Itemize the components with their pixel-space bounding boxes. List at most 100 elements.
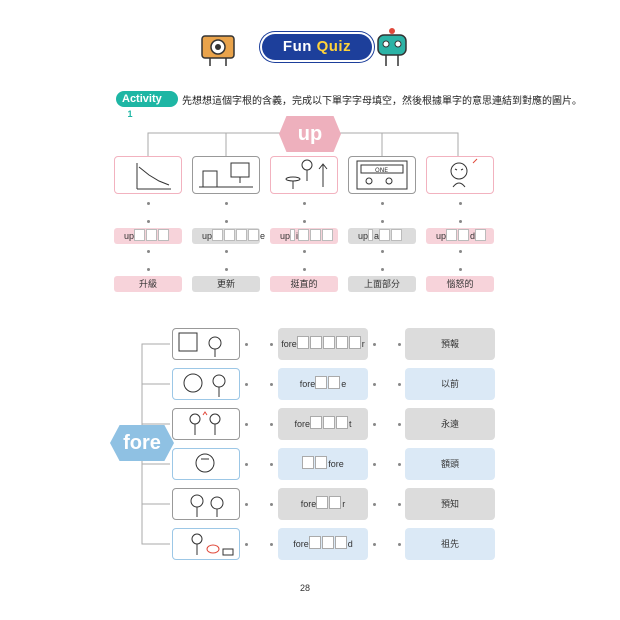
- meaning-3[interactable]: 挺直的: [270, 276, 338, 292]
- letter-slot[interactable]: [158, 229, 170, 241]
- letter-slot[interactable]: [146, 229, 158, 241]
- connector-dot: [373, 383, 376, 386]
- letter-slot[interactable]: [323, 416, 335, 429]
- letter-slot[interactable]: [224, 229, 236, 241]
- root-up: up: [279, 116, 341, 152]
- letter-slot[interactable]: [315, 456, 328, 469]
- picture-building[interactable]: ONE: [348, 156, 416, 194]
- meaning-1[interactable]: 升級: [114, 276, 182, 292]
- letter-slot[interactable]: [236, 229, 248, 241]
- letter-slot[interactable]: [290, 229, 296, 241]
- connector-dot: [398, 343, 401, 346]
- letter-slot[interactable]: [248, 229, 260, 241]
- sitting-person-icon: [285, 159, 328, 189]
- connector-dot: [245, 383, 248, 386]
- connector-dot: [303, 220, 306, 223]
- fore-picture-4[interactable]: [172, 448, 240, 480]
- letter-slot[interactable]: [328, 376, 341, 389]
- letter-slot[interactable]: [308, 536, 321, 549]
- activity-number: 1: [124, 108, 136, 120]
- connector-dot: [270, 463, 273, 466]
- word-fill-1[interactable]: up: [114, 228, 182, 244]
- letter-slot[interactable]: [298, 229, 310, 241]
- word-letter: i: [296, 231, 299, 241]
- connector-dot: [245, 343, 248, 346]
- fore-picture-1[interactable]: [172, 328, 240, 360]
- letter-slot[interactable]: [336, 416, 348, 429]
- letter-slot[interactable]: [322, 229, 334, 241]
- connector-dot: [225, 220, 228, 223]
- camera-mascot-icon: [198, 28, 238, 73]
- fore-word-4[interactable]: fore: [278, 448, 368, 480]
- angry-person-icon: [450, 158, 478, 188]
- connector-dot: [459, 250, 462, 253]
- word-prefix: fore: [293, 539, 309, 549]
- letter-slot[interactable]: [212, 229, 224, 241]
- fore-meaning-5[interactable]: 預知: [405, 488, 495, 520]
- letter-slot[interactable]: [329, 496, 342, 509]
- fore-meaning-3[interactable]: 永遠: [405, 408, 495, 440]
- foresee-icon: [190, 494, 224, 517]
- letter-slot[interactable]: [368, 229, 374, 241]
- graph-icon: [136, 163, 171, 190]
- picture-angry-person[interactable]: [426, 156, 494, 194]
- picture-computer[interactable]: [192, 156, 260, 194]
- letter-slot[interactable]: [134, 229, 146, 241]
- picture-graph[interactable]: [114, 156, 182, 194]
- connector-dot: [373, 503, 376, 506]
- word-prefix: fore: [281, 339, 297, 349]
- connector-dot: [381, 268, 384, 271]
- connector-dot: [373, 463, 376, 466]
- fore-meaning-2[interactable]: 以前: [405, 368, 495, 400]
- connector-dot: [270, 383, 273, 386]
- root-fore: fore: [110, 425, 174, 461]
- letter-slot[interactable]: [296, 336, 309, 349]
- letter-slot[interactable]: [334, 536, 347, 549]
- letter-slot[interactable]: [316, 496, 329, 509]
- meaning-2[interactable]: 更新: [192, 276, 260, 292]
- letter-slot[interactable]: [475, 229, 487, 241]
- fore-picture-6[interactable]: [172, 528, 240, 560]
- letter-slot[interactable]: [348, 336, 361, 349]
- letter-slot[interactable]: [321, 536, 334, 549]
- connector-dot: [459, 220, 462, 223]
- connector-dot: [245, 423, 248, 426]
- meaning-5[interactable]: 惱怒的: [426, 276, 494, 292]
- connector-dot: [225, 268, 228, 271]
- letter-slot[interactable]: [458, 229, 470, 241]
- letter-slot[interactable]: [302, 456, 315, 469]
- letter-slot[interactable]: [446, 229, 458, 241]
- letter-slot[interactable]: [322, 336, 335, 349]
- word-letter: a: [374, 231, 380, 241]
- meaning-4[interactable]: 上面部分: [348, 276, 416, 292]
- fore-picture-2[interactable]: [172, 368, 240, 400]
- word-prefix: up: [280, 231, 291, 241]
- fore-picture-3[interactable]: [172, 408, 240, 440]
- fore-meaning-4[interactable]: 額頭: [405, 448, 495, 480]
- letter-slot[interactable]: [309, 336, 322, 349]
- letter-slot[interactable]: [391, 229, 403, 241]
- fore-meaning-1[interactable]: 預報: [405, 328, 495, 360]
- fore-meaning-6[interactable]: 祖先: [405, 528, 495, 560]
- letter-slot[interactable]: [335, 336, 348, 349]
- letter-slot[interactable]: [310, 229, 322, 241]
- connector-dot: [373, 543, 376, 546]
- fore-picture-5[interactable]: [172, 488, 240, 520]
- activity-badge: Activity 1: [116, 91, 178, 120]
- memory-person-icon: [183, 373, 226, 397]
- connector-dot: [373, 343, 376, 346]
- letter-slot[interactable]: [310, 416, 322, 429]
- letter-slot[interactable]: [315, 376, 328, 389]
- letter-slot[interactable]: [379, 229, 391, 241]
- picture-sitting-person[interactable]: [270, 156, 338, 194]
- connector-dot: [270, 503, 273, 506]
